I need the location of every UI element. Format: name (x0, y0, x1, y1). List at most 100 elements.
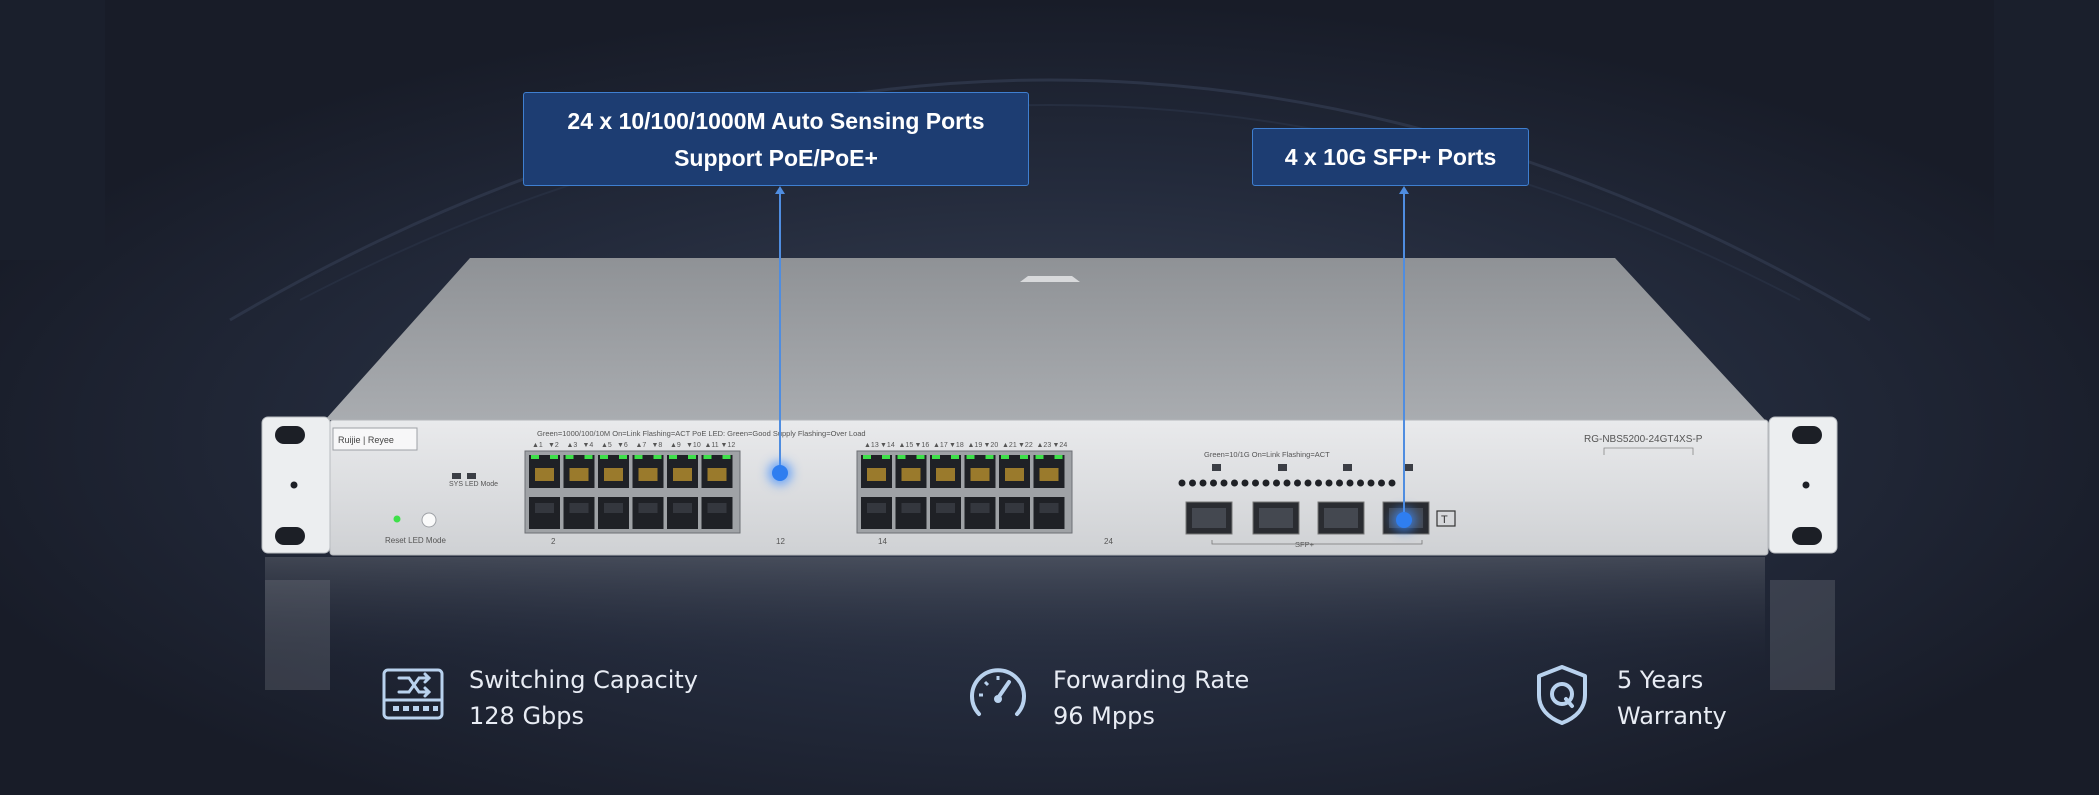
switch-icon (382, 668, 444, 720)
sfp-ports-callout: 4 x 10G SFP+ Ports (1252, 128, 1529, 186)
port-led (600, 455, 608, 459)
port-label: ▲5 (601, 442, 612, 449)
port-led (634, 455, 643, 459)
port-label: ▼12 (721, 442, 736, 449)
port-label: ▼22 (1018, 442, 1033, 449)
sfp-led-row (1178, 464, 1413, 487)
port-led (932, 455, 940, 459)
port-label: ▲17 (933, 442, 948, 449)
port-label: ▼14 (880, 442, 895, 449)
port-led (722, 455, 731, 459)
port-led (584, 455, 593, 459)
port-label: ▲7 (636, 442, 647, 449)
sfp-led (1357, 479, 1364, 487)
port-number-12: 12 (776, 537, 785, 546)
port-led (1054, 455, 1063, 459)
sfp-led (1378, 479, 1385, 487)
rj45-leader-arrow (775, 186, 785, 194)
port-led (653, 455, 662, 459)
sfp-led (1388, 479, 1396, 487)
port-label: ▲3 (567, 442, 578, 449)
sfp-led (1315, 479, 1322, 487)
port-led (703, 455, 712, 459)
port-number-14: 14 (878, 537, 887, 546)
port-led (1035, 455, 1044, 459)
sys-led-label: SYS LED Mode (449, 481, 498, 488)
spec-forwarding-title: Forwarding Rate (1053, 666, 1250, 694)
shield-icon (1537, 665, 1587, 725)
port-number-2: 2 (551, 537, 556, 546)
sfp-led (1294, 479, 1301, 487)
svg-text:T: T (1441, 514, 1448, 526)
sfp-led (1325, 479, 1333, 487)
sfp-led (1262, 479, 1270, 487)
port-led (985, 455, 994, 459)
port-label: ▲23 (1037, 442, 1052, 449)
rj45-ports-1-12: ▲1▼2▲3▼4▲5▼6▲7▼8▲9▼10▲11▼12 (524, 442, 741, 534)
sfp-led (1252, 479, 1259, 487)
rj45-ports-13-24: ▲13▼14▲15▼16▲17▼18▲19▼20▲21▼22▲23▼24 (856, 442, 1073, 534)
port-label: ▼18 (949, 442, 964, 449)
spec-forwarding-rate: Forwarding Rate 96 Mpps (965, 662, 1249, 734)
port-led (565, 455, 574, 459)
sfp-status-led (1404, 464, 1413, 471)
port-label: ▼20 (984, 442, 999, 449)
sfp-led (1199, 479, 1207, 487)
sfp-status-led (1343, 464, 1352, 471)
spec-switching-capacity: Switching Capacity 128 Gbps (381, 662, 698, 734)
reset-label: Reset LED Mode (385, 536, 446, 545)
port-label: ▲1 (532, 442, 543, 449)
spec-forwarding-value: 96 Mpps (1053, 702, 1155, 730)
rj45-ports-callout: 24 x 10/100/1000M Auto Sensing Ports Sup… (523, 92, 1029, 186)
sfp-led-legend: Green=10/1G On=Link Flashing=ACT (1204, 450, 1330, 459)
port-led (531, 455, 539, 459)
port-led (1001, 455, 1009, 459)
port-label: ▲11 (705, 442, 719, 449)
spec-switching-title: Switching Capacity (469, 666, 698, 694)
sfp-led (1241, 479, 1249, 487)
sfp-leader-line (1403, 192, 1405, 512)
sfp-led (1231, 479, 1238, 487)
port-led (619, 455, 627, 459)
port-label: ▲21 (1002, 442, 1017, 449)
port-led (688, 455, 696, 459)
port-label: ▲9 (670, 442, 681, 449)
brand-label: Ruijie | Reyee (338, 435, 394, 445)
sfp-led (1346, 479, 1354, 487)
port-number-24: 24 (1104, 537, 1113, 546)
port-led (882, 455, 890, 459)
speedometer-icon (970, 668, 1026, 716)
port-label: ▲15 (899, 442, 914, 449)
port-label: ▼24 (1053, 442, 1068, 449)
port-led (966, 455, 975, 459)
sfp-leader-dot (1396, 512, 1412, 528)
port-led (897, 455, 906, 459)
rj45-leader-dot (772, 465, 788, 481)
port-label: ▼16 (915, 442, 930, 449)
sfp-led (1210, 479, 1217, 487)
port-label: ▼2 (548, 442, 559, 449)
port-led (916, 455, 925, 459)
port-led (863, 455, 871, 459)
sfp-led (1273, 479, 1280, 487)
port-label: ▼4 (583, 442, 594, 449)
sfp-led (1220, 479, 1228, 487)
sfp-led (1178, 479, 1186, 487)
spec-warranty-value: Warranty (1617, 702, 1727, 730)
spec-warranty: 5 Years Warranty (1529, 662, 1727, 734)
port-label: ▼10 (686, 442, 701, 449)
port-led (550, 455, 558, 459)
sfp-led (1367, 479, 1375, 487)
spec-switching-value: 128 Gbps (469, 702, 585, 730)
rj45-leader-line (779, 192, 781, 472)
sfp-led (1189, 479, 1196, 487)
sfp-group-label: SFP+ (1295, 540, 1315, 549)
rj45-led-legend: Green=1000/100/10M On=Link Flashing=ACT … (537, 429, 866, 438)
model-label: RG-NBS5200-24GT4XS-P (1584, 434, 1703, 445)
sfp-led (1283, 479, 1291, 487)
port-label: ▲13 (864, 442, 879, 449)
sfp-led (1304, 479, 1312, 487)
port-label: ▼8 (652, 442, 663, 449)
sfp-callout-text: 4 x 10G SFP+ Ports (1284, 144, 1497, 170)
